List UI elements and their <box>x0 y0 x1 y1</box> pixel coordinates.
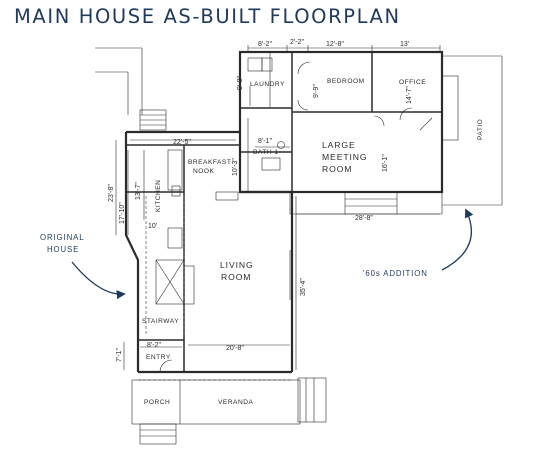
callout-labels: ORIGINAL HOUSE '60s ADDITION <box>40 233 428 278</box>
room-patio: PATIO <box>477 119 484 140</box>
room-laundry: LAUNDRY <box>250 81 285 88</box>
dim-top-left: 8'-2" <box>258 41 272 48</box>
room-living-2: ROOM <box>221 272 251 282</box>
dim-addition-w: 28'-8" <box>355 215 373 222</box>
room-porch: PORCH <box>144 399 170 406</box>
dim-office-v: 14'-7" <box>406 86 413 104</box>
room-office: OFFICE <box>399 79 426 86</box>
callout-arrows <box>71 208 474 300</box>
dim-breakfast-w: 22'-5" <box>173 139 191 146</box>
dim-entry-w: 8'-2" <box>147 342 161 349</box>
dim-kitchen-w: 10' <box>148 223 157 230</box>
dim-entry-v: 7'-1" <box>116 348 123 362</box>
dimension-lines <box>115 45 441 370</box>
room-labels: LAUNDRY BEDROOM OFFICE PATIO LARGE MEETI… <box>142 78 484 406</box>
room-large-meeting-1: LARGE <box>322 140 356 150</box>
callout-original-2: HOUSE <box>47 245 79 254</box>
room-stairway: STAIRWAY <box>142 318 179 325</box>
neighbour-structure <box>95 47 167 131</box>
dim-living-w: 20'-8" <box>226 345 244 352</box>
room-living-1: LIVING <box>220 260 254 270</box>
callout-addition: '60s ADDITION <box>363 269 428 278</box>
dim-laundry-v: 9'-8" <box>237 76 244 90</box>
room-entry: ENTRY <box>146 354 171 361</box>
dim-top-mid: 12'-8" <box>326 41 344 48</box>
dim-bedroom-v: 9'-9" <box>313 84 320 98</box>
dim-kitchen-v: 13'-7" <box>135 182 142 200</box>
dim-bath-v: 10'-3" <box>232 158 239 176</box>
dim-meeting-v: 16'-1" <box>382 154 389 172</box>
dim-overall-v: 23'-8" <box>108 184 115 202</box>
room-kitchen: KITCHEN <box>155 180 162 212</box>
addition-steps <box>289 191 442 215</box>
dim-17-10: 17'-10" <box>119 202 126 224</box>
room-breakfast-1: BREAKFAST <box>188 159 231 166</box>
callout-original-1: ORIGINAL <box>40 233 84 242</box>
dim-bath-w: 8'-1" <box>258 138 272 145</box>
room-veranda: VERANDA <box>218 399 253 406</box>
original-walls <box>124 130 294 374</box>
room-large-meeting-2: MEETING <box>322 152 367 162</box>
dim-top-small: 2'-2" <box>290 39 304 46</box>
page-title: MAIN HOUSE AS-BUILT FLOORPLAN <box>14 5 401 28</box>
room-breakfast-2: NOOK <box>193 168 215 175</box>
dim-living-v: 35'-4" <box>300 278 307 296</box>
patio <box>441 55 503 214</box>
room-bath: BATH 1 <box>253 149 279 156</box>
dim-top-right: 13' <box>400 41 409 48</box>
dimension-labels: 8'-2" 2'-2" 12'-8" 13' 9'-8" 9'-9" 14'-7… <box>108 39 413 362</box>
veranda <box>131 377 327 445</box>
room-bedroom: BEDROOM <box>327 78 365 85</box>
room-large-meeting-3: ROOM <box>322 164 352 174</box>
